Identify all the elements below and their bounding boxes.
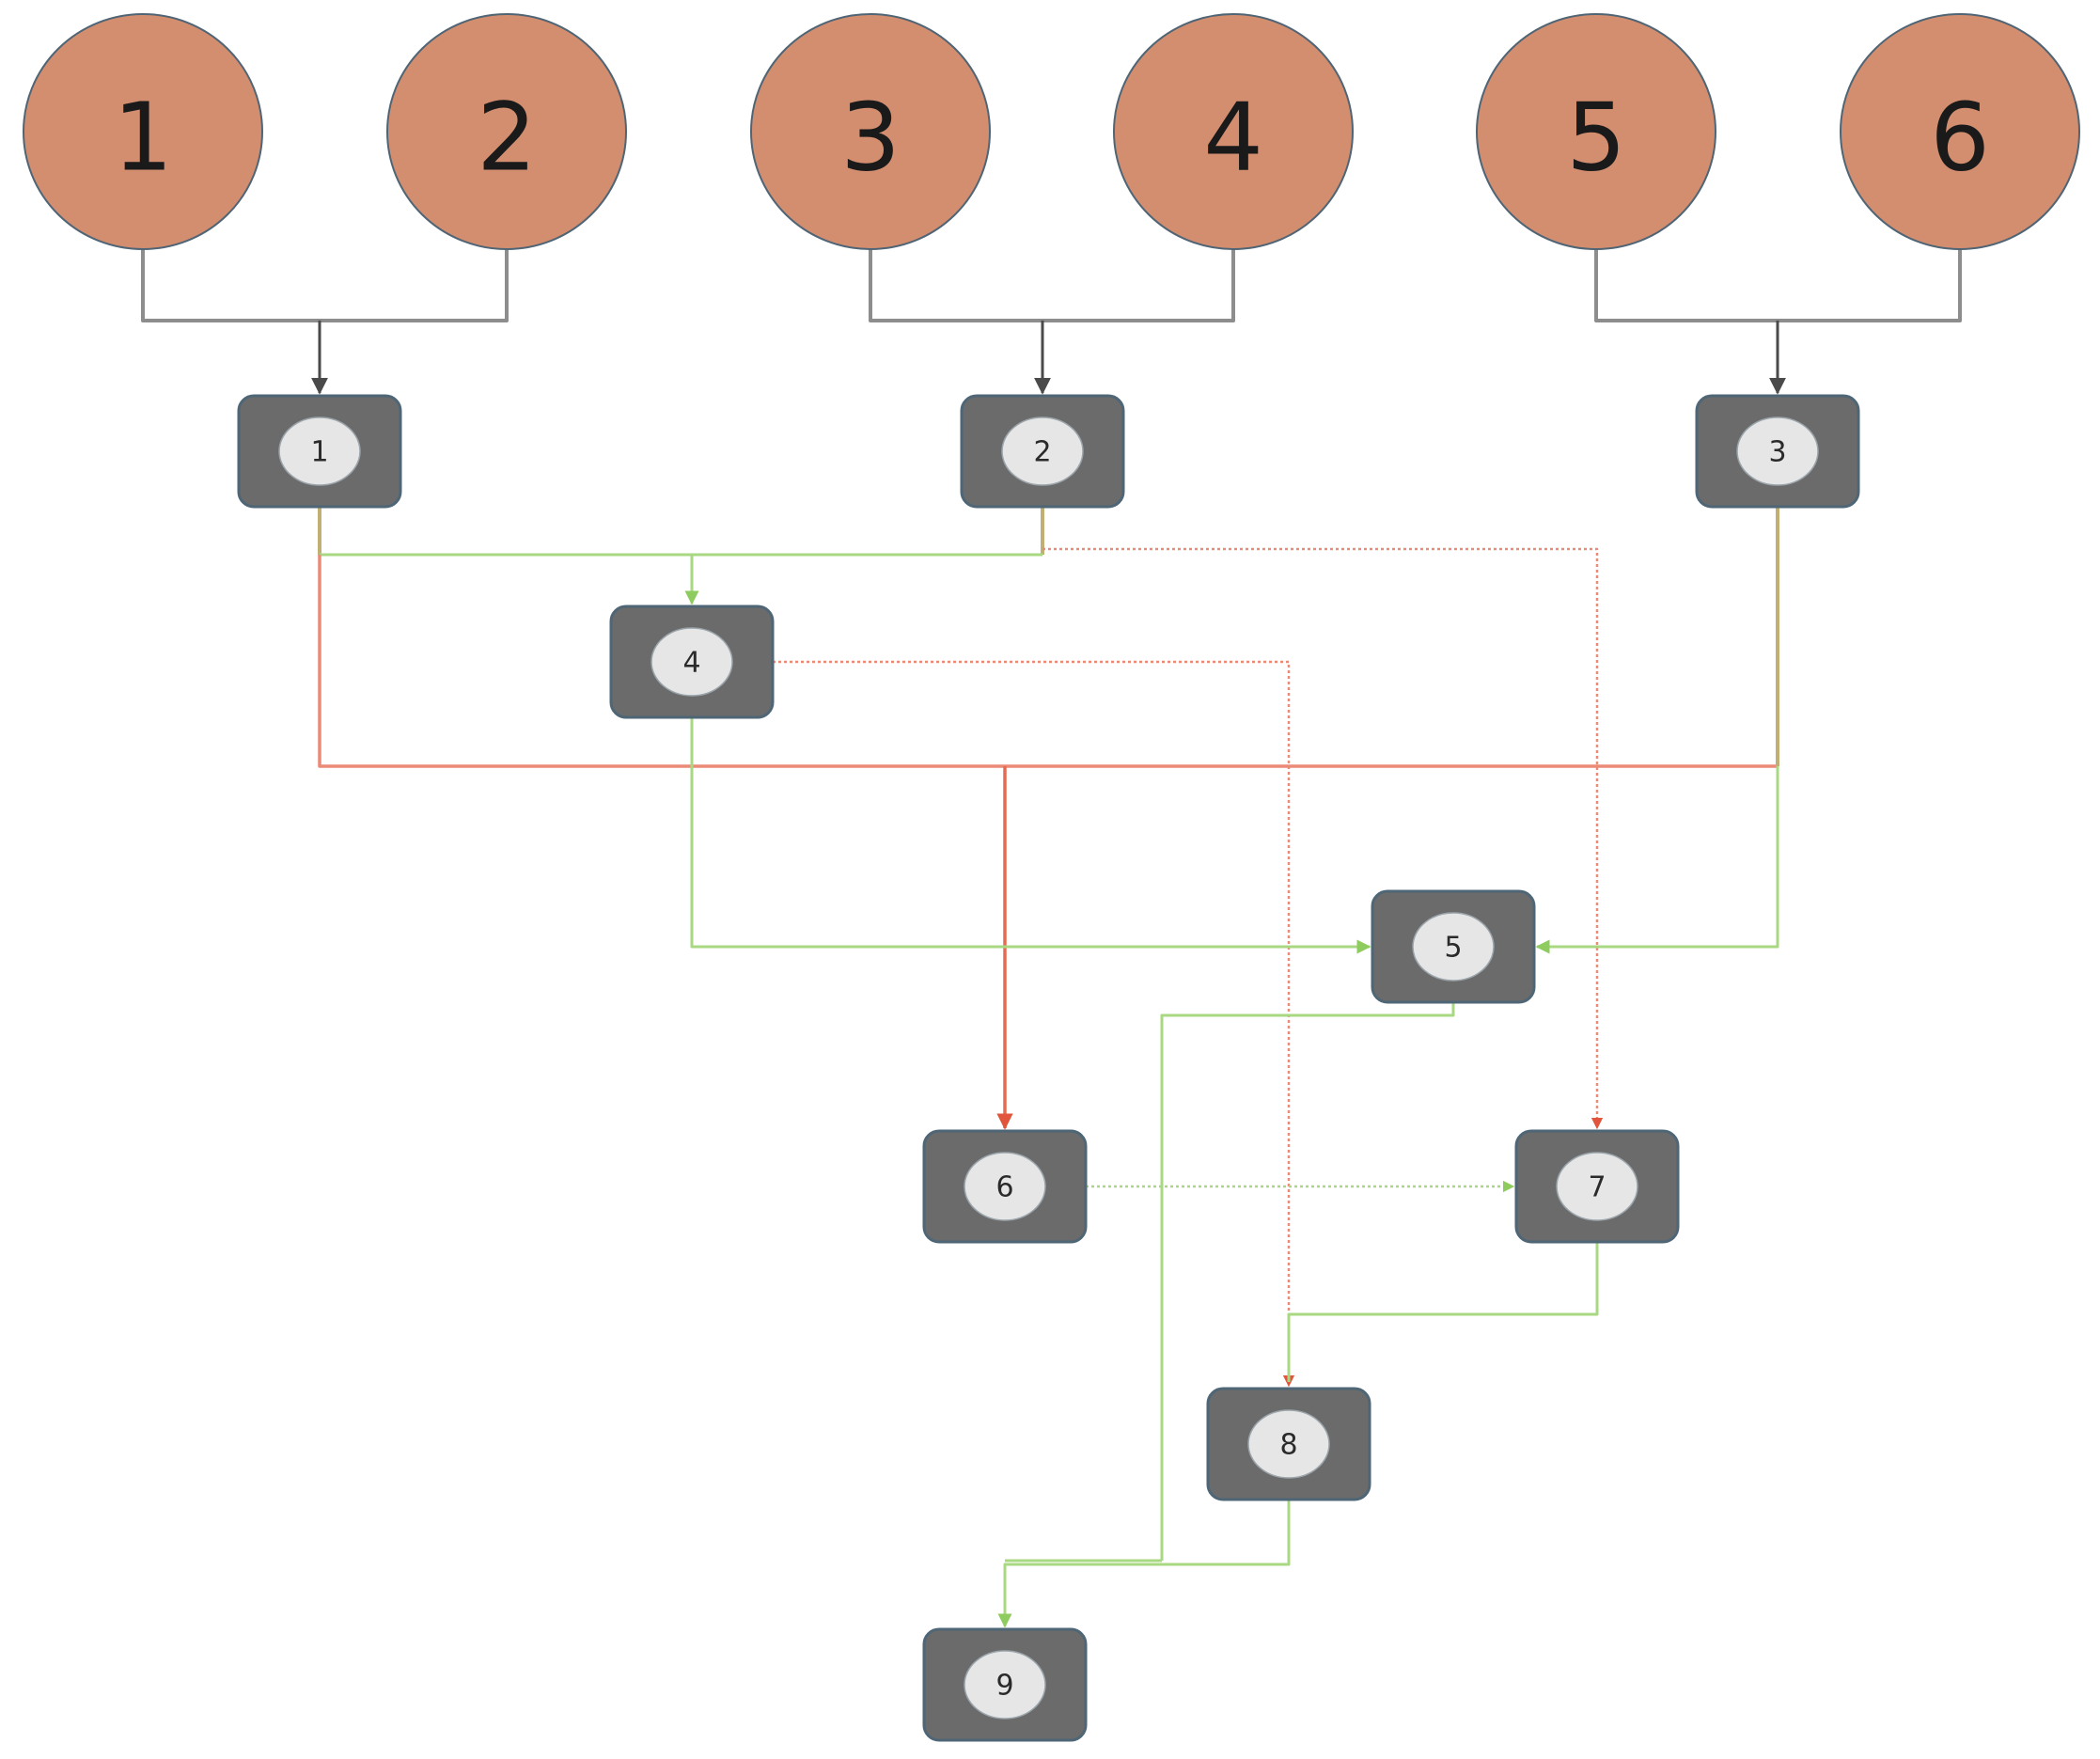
step-node-label: 9 <box>995 1670 1013 1703</box>
step-node-label: 5 <box>1444 932 1462 965</box>
edge-b3-to-b5 <box>1535 766 1779 954</box>
edge-b1-to-merge-red <box>318 555 1778 768</box>
input-node-1: 1 <box>23 13 263 250</box>
step-node-badge <box>1247 1409 1330 1479</box>
input-node-4: 4 <box>1113 13 1354 250</box>
step-node-5: 5 <box>1371 889 1536 1004</box>
step-node-badge <box>964 1650 1046 1720</box>
edge-b5-to-b9 <box>1160 1002 1455 1561</box>
step-node-badge <box>278 416 361 486</box>
step-node-3: 3 <box>1695 394 1860 509</box>
input-node-circle <box>23 13 263 250</box>
step-node-badge <box>1556 1152 1638 1221</box>
step-node-badge <box>964 1152 1046 1221</box>
edge-c5-c6-bracket <box>1594 249 1962 322</box>
edge-b4-to-b5 <box>690 717 1371 954</box>
step-node-4: 4 <box>609 605 775 719</box>
edge-b4-to-b8 <box>773 660 1295 1388</box>
step-node-label: 1 <box>310 436 328 469</box>
step-node-badge <box>1736 416 1819 486</box>
step-node-label: 8 <box>1279 1429 1297 1462</box>
input-node-circle <box>750 13 991 250</box>
step-node-label: 4 <box>682 647 700 680</box>
step-node-7: 7 <box>1514 1129 1680 1244</box>
edge-b7-to-b8 <box>1287 1242 1599 1382</box>
input-node-label: 1 <box>113 83 173 193</box>
input-node-2: 2 <box>386 13 627 250</box>
input-node-6: 6 <box>1840 13 2080 250</box>
edge-c1-c2-bracket <box>141 249 509 322</box>
input-node-circle <box>1476 13 1716 250</box>
input-circles-layer: 1 2 3 4 5 6 <box>23 13 2080 250</box>
input-node-circle <box>1840 13 2080 250</box>
input-node-5: 5 <box>1476 13 1716 250</box>
input-node-label: 2 <box>477 83 537 193</box>
box-nodes-layer: 1 2 3 4 5 6 7 8 9 <box>237 394 1860 1742</box>
step-node-2: 2 <box>960 394 1125 509</box>
step-node-label: 3 <box>1768 436 1786 469</box>
step-node-9: 9 <box>922 1627 1088 1742</box>
step-node-label: 7 <box>1588 1171 1606 1204</box>
input-node-label: 5 <box>1566 83 1626 193</box>
step-node-1: 1 <box>237 394 402 509</box>
step-node-badge <box>650 627 733 697</box>
step-node-8: 8 <box>1206 1387 1371 1501</box>
step-node-6: 6 <box>922 1129 1088 1244</box>
step-node-badge <box>1001 416 1084 486</box>
input-node-label: 3 <box>840 83 901 193</box>
edge-c3-c4-bracket <box>869 249 1235 322</box>
input-node-circle <box>386 13 627 250</box>
edges-layer <box>141 249 1962 1628</box>
input-node-label: 4 <box>1203 83 1263 193</box>
step-node-label: 6 <box>995 1171 1013 1204</box>
step-node-label: 2 <box>1033 436 1051 469</box>
edge-b8-to-b9 <box>997 1500 1291 1628</box>
input-node-circle <box>1113 13 1354 250</box>
input-node-label: 6 <box>1930 83 1990 193</box>
step-node-badge <box>1412 912 1495 982</box>
edge-b2-to-b7 <box>1042 547 1604 1130</box>
input-node-3: 3 <box>750 13 991 250</box>
